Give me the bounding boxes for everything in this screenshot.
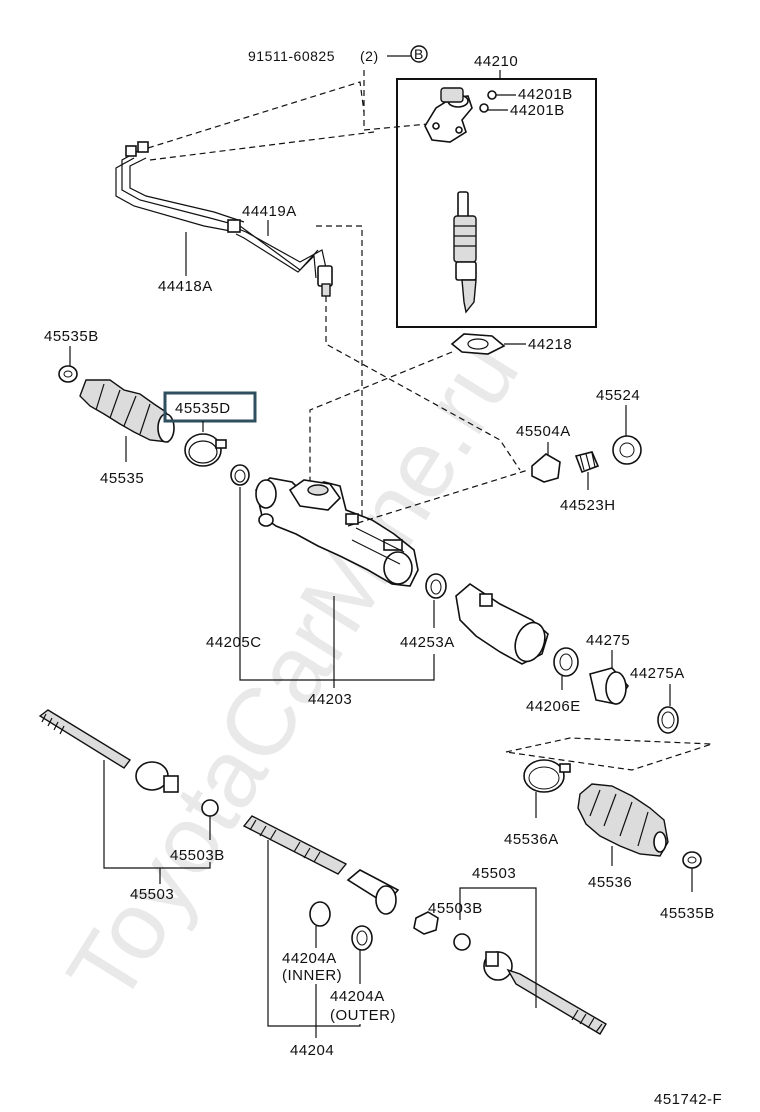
callout-45503-left[interactable]: 45503 [103,760,211,903]
rack-end-part[interactable] [413,911,439,935]
tie-rod-right-part[interactable] [483,951,607,1035]
svg-text:44210: 44210 [474,53,518,70]
svg-text:44418A: 44418A [158,278,213,295]
callout-44203[interactable]: 44203 [308,596,352,708]
callout-44201B-upper[interactable]: 44201B [487,86,573,103]
callout-45535D[interactable]: 45535D [163,391,257,432]
callout-45535B-bottom[interactable]: 45535B [660,851,715,922]
svg-text:45503: 45503 [130,886,174,903]
svg-text:44203: 44203 [308,691,352,708]
callout-44204[interactable]: 44204 [267,840,361,1059]
bolt-part-number: 91511-60825 [248,48,335,64]
rack-housing-44203-part[interactable] [255,477,419,587]
svg-text:44253A: 44253A [400,634,455,651]
callout-44201B-lower[interactable]: 44201B [479,102,565,119]
callout-45535[interactable]: 45535 [100,436,144,487]
callout-45536[interactable]: 45536 [588,846,632,891]
svg-text:44201B: 44201B [510,102,565,119]
svg-text:45524: 45524 [596,387,640,404]
svg-text:(INNER): (INNER) [282,967,342,984]
svg-text:44275: 44275 [586,632,630,649]
callout-44275[interactable]: 44275 [586,632,630,705]
svg-text:44204A: 44204A [282,950,337,967]
boot-45535-part[interactable] [79,379,175,443]
callout-45535B-top[interactable]: 45535B [44,328,99,383]
svg-text:45503: 45503 [472,865,516,882]
callout-44204A-inner[interactable]: 44204A (INNER) [282,926,342,984]
svg-text:45536: 45536 [588,874,632,891]
callout-44418A[interactable]: 44418A [158,232,213,295]
valve-housing-part[interactable] [424,87,473,143]
svg-text:44523H: 44523H [560,497,616,514]
svg-text:44201B: 44201B [518,86,573,103]
b-marker-circle [410,45,428,63]
seal-44204A-outer-part[interactable] [351,925,373,951]
svg-text:44204A: 44204A [330,988,385,1005]
oil-seal-44253A-part[interactable] [425,573,447,599]
drawing-code: 451742-F [654,1091,722,1108]
tie-rod-left-part[interactable] [38,709,179,793]
svg-text:45536A: 45536A [504,831,559,848]
callout-45503B-right[interactable]: 45503B [428,900,483,951]
callout-44253A[interactable]: 44253A [334,600,455,681]
svg-text:44419A: 44419A [242,203,297,220]
svg-text:45503B: 45503B [170,847,225,864]
bolt-quantity: (2) [360,48,379,64]
snap-ring-44205C-part[interactable] [230,464,250,486]
clamp-45536A-part[interactable] [523,759,571,793]
callout-44205C[interactable]: 44205C [206,487,334,681]
cylinder-tube-part[interactable] [455,582,550,666]
svg-text:45535: 45535 [100,470,144,487]
rack-44204-part[interactable] [242,815,348,875]
svg-text:45535D: 45535D [175,400,231,417]
svg-text:(OUTER): (OUTER) [330,1007,396,1024]
svg-text:45535B: 45535B [44,328,99,345]
bolt-reference[interactable]: 91511-60825 (2) B [248,45,429,131]
callout-45504A[interactable]: 45504A [516,423,571,483]
boot-45536-part[interactable] [577,783,669,857]
svg-text:45504A: 45504A [516,423,571,440]
callout-44275A[interactable]: 44275A [630,665,685,734]
pinion-shaft-part[interactable] [453,191,477,314]
svg-text:44206E: 44206E [526,698,581,715]
callout-45503-right[interactable]: 45503 [459,865,537,1008]
svg-text:44204: 44204 [290,1042,334,1059]
highlight-box-45535D [163,391,257,423]
callout-44204A-outer[interactable]: 44204A (OUTER) [330,950,396,1024]
clamp-45535D-part[interactable] [184,433,227,467]
callout-44206E[interactable]: 44206E [526,647,581,715]
callout-44210[interactable]: 44210 [396,53,597,328]
svg-text:45503B: 45503B [428,900,483,917]
seal-44204A-inner-part[interactable] [309,901,331,927]
rack-piston-part[interactable] [346,869,400,915]
svg-text:44218: 44218 [528,336,572,353]
callout-45524[interactable]: 45524 [596,387,642,465]
pressure-tubes[interactable] [115,81,375,297]
svg-text:44275A: 44275A [630,665,685,682]
callout-44419A[interactable]: 44419A [242,203,363,520]
valve-assembly-frame [396,78,597,328]
callout-44523H[interactable]: 44523H [560,451,616,514]
callout-45536A[interactable]: 45536A [504,792,559,848]
svg-text:45535B: 45535B [660,905,715,922]
svg-text:44205C: 44205C [206,634,262,651]
b-marker-label: B [414,46,424,62]
callout-44218[interactable]: 44218 [450,333,572,355]
callout-45503B-left[interactable]: 45503B [170,799,225,864]
